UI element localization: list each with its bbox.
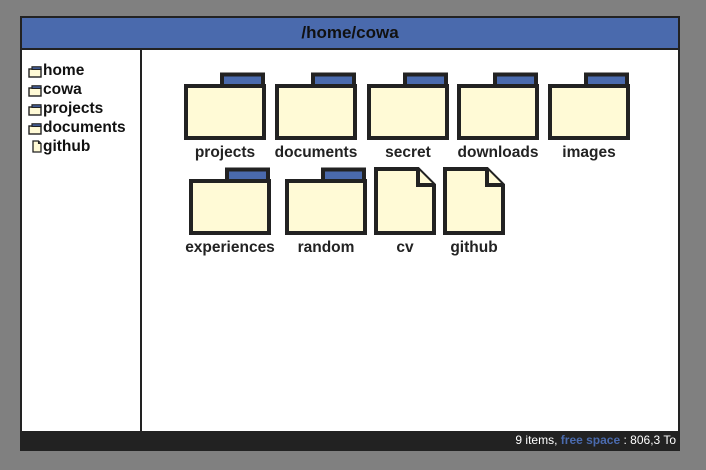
window-title: /home/cowa (301, 23, 399, 42)
item-label: documents (274, 144, 358, 161)
item-label: experiences (185, 239, 275, 256)
folder-icon (285, 167, 367, 235)
folder-item-secret[interactable]: secret (367, 72, 449, 162)
sidebar-item-label: documents (43, 118, 126, 136)
folder-item-experiences[interactable]: experiences (185, 167, 275, 257)
file-item-github[interactable]: github (443, 167, 505, 257)
folder-item-images[interactable]: images (548, 72, 630, 162)
items-count: 9 items, (515, 433, 558, 447)
free-space-value: : 806,3 To (623, 433, 677, 447)
folder-icon (367, 72, 449, 140)
item-label: projects (194, 144, 256, 161)
item-label: github (450, 239, 498, 256)
free-space-label: free space (560, 433, 621, 447)
folder-icon (548, 72, 630, 140)
folder-icon (275, 72, 357, 140)
folder-icon (28, 122, 42, 135)
item-label: downloads (457, 144, 539, 161)
folder-icon (28, 103, 42, 116)
sidebar-item-cowa[interactable]: cowa (28, 80, 140, 99)
file-icon (32, 140, 42, 153)
file-icon (443, 167, 505, 235)
sidebar-item-label: github (43, 137, 91, 155)
folder-content-area: projects documents secret downloads (142, 50, 678, 431)
item-label: random (297, 239, 355, 256)
title-bar: /home/cowa (22, 18, 678, 50)
file-item-cv[interactable]: cv (374, 167, 436, 257)
file-manager-window: /home/cowa home cowa projects documents (20, 16, 680, 451)
sidebar-item-label: home (43, 61, 85, 79)
item-label: cv (396, 239, 414, 256)
folder-icon (28, 65, 42, 78)
sidebar-item-home[interactable]: home (28, 61, 140, 80)
folder-icon (28, 84, 42, 97)
file-icon (374, 167, 436, 235)
status-bar: 9 items, free space : 806,3 To (22, 431, 678, 449)
sidebar-item-projects[interactable]: projects (28, 99, 140, 118)
folder-icon (457, 72, 539, 140)
folder-item-documents[interactable]: documents (275, 72, 357, 162)
sidebar-item-label: cowa (43, 80, 82, 98)
folder-item-downloads[interactable]: downloads (457, 72, 539, 162)
folder-item-random[interactable]: random (285, 167, 367, 257)
item-label: images (562, 144, 616, 161)
folder-item-projects[interactable]: projects (184, 72, 266, 162)
item-label: secret (385, 144, 431, 161)
sidebar-item-documents[interactable]: documents (28, 118, 140, 137)
folder-icon (189, 167, 271, 235)
sidebar-item-label: projects (43, 99, 104, 117)
sidebar-tree: home cowa projects documents github (22, 50, 142, 431)
folder-icon (184, 72, 266, 140)
sidebar-item-github[interactable]: github (28, 137, 140, 156)
